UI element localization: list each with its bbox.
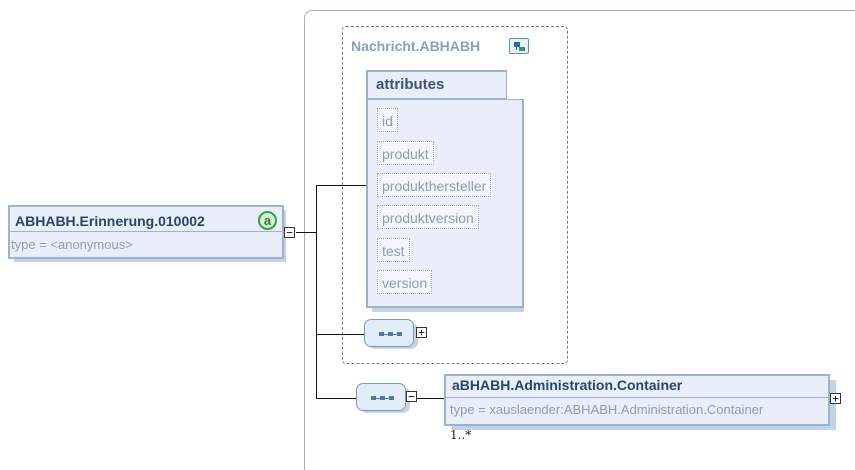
child-element-name: aBHABH.Administration.Container xyxy=(452,377,683,393)
group-reference-icon xyxy=(509,38,529,54)
group-title[interactable]: Nachricht.ABHABH xyxy=(351,38,481,54)
attribute-id[interactable]: id xyxy=(377,108,398,132)
root-element-divider xyxy=(8,231,284,232)
connector-to-attributes xyxy=(316,185,366,186)
connector-to-child xyxy=(416,398,444,399)
attribute-produkt[interactable]: produkt xyxy=(377,141,434,165)
child-element-divider xyxy=(444,397,830,398)
collapse-toggle-sequence[interactable]: − xyxy=(406,391,417,402)
sequence-icon xyxy=(371,395,395,401)
expand-toggle-sequence[interactable]: + xyxy=(416,327,427,338)
attribute-produktversion[interactable]: produktversion xyxy=(377,205,479,229)
root-element-box[interactable] xyxy=(8,205,284,259)
expand-toggle-child[interactable]: + xyxy=(830,393,841,404)
attribute-badge-icon: a xyxy=(258,211,277,230)
connector-to-bottom-sequence xyxy=(316,398,356,399)
diagram-panel xyxy=(304,10,855,470)
connector-trunk xyxy=(316,185,317,398)
attribute-test[interactable]: test xyxy=(377,238,410,262)
root-element-type: type = <anonymous> xyxy=(11,237,133,252)
sequence-icon xyxy=(379,331,403,337)
child-element-type: type = xauslaender:ABHABH.Administration… xyxy=(450,402,764,417)
connector xyxy=(296,232,316,233)
child-element-box[interactable] xyxy=(444,374,830,426)
sequence-compositor[interactable] xyxy=(364,319,414,347)
attribute-produkthersteller[interactable]: produkthersteller xyxy=(377,173,492,197)
cardinality-label: 1..* xyxy=(450,428,472,442)
connector-to-sequence xyxy=(316,334,364,335)
attribute-version[interactable]: version xyxy=(377,270,433,294)
sequence-compositor-bottom[interactable] xyxy=(356,383,406,411)
collapse-toggle-root[interactable]: − xyxy=(284,227,295,238)
root-element-name: ABHABH.Erinnerung.010002 xyxy=(15,213,205,229)
attributes-header[interactable]: attributes xyxy=(366,70,508,100)
attributes-tab xyxy=(506,70,524,100)
group-nachricht xyxy=(342,26,568,364)
